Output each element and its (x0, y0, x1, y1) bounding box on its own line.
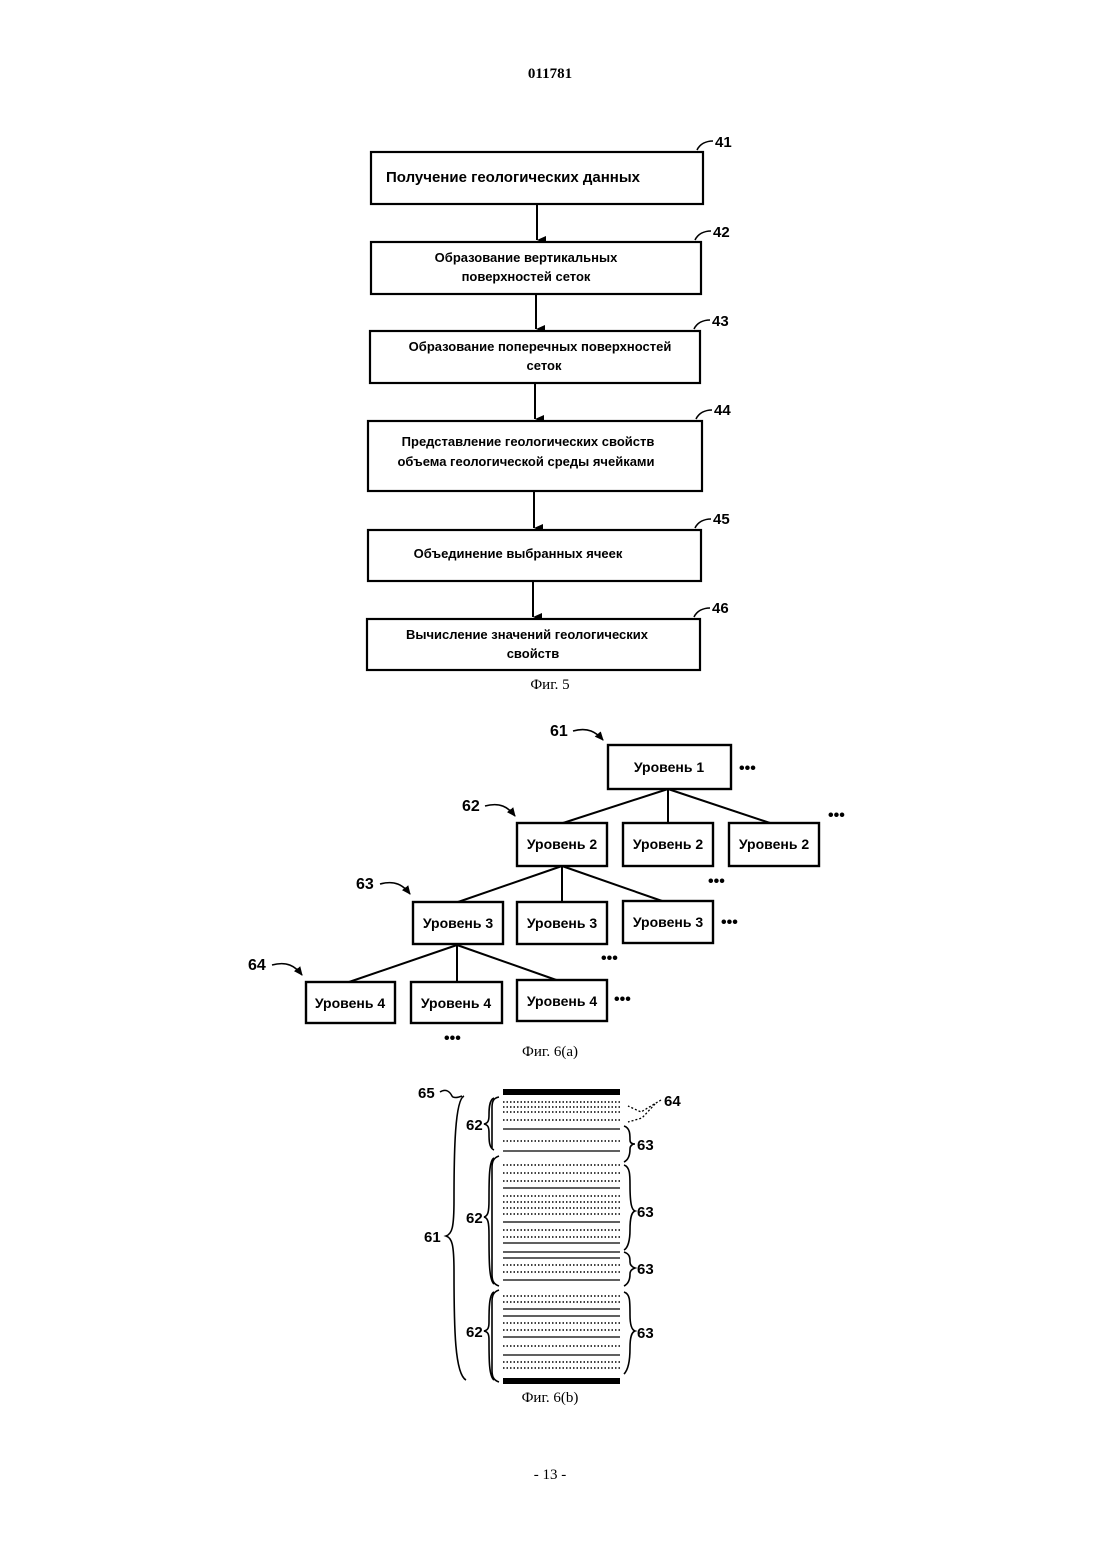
fig6b-inner-brackets (492, 1097, 499, 1382)
fig6b-caption: Фиг. 6(b) (490, 1390, 610, 1407)
fig6b-right-braces (624, 1126, 635, 1374)
fig6b-top-bar (503, 1089, 620, 1095)
fig6b-ref-63: 63 (637, 1261, 654, 1278)
fig6b-layers (503, 1102, 620, 1368)
fig6b-ref-64: 64 (664, 1093, 681, 1110)
fig6b-ref-63: 63 (637, 1137, 654, 1154)
page-footer: - 13 - (0, 1467, 1100, 1484)
fig6b-ref-64-leader (628, 1100, 661, 1112)
fig6b-stack: 65 64 62 62 62 61 63 63 63 63 (0, 0, 1100, 1400)
fig6b-bottom-bar (503, 1378, 620, 1384)
fig6b-ref-62: 62 (466, 1117, 483, 1134)
fig6b-ref-63: 63 (637, 1204, 654, 1221)
fig6b-ref-65: 65 (418, 1085, 435, 1102)
fig6b-outer-brace (446, 1096, 466, 1380)
fig6b-ref-61: 61 (424, 1229, 441, 1246)
fig6b-ref-65-leader (440, 1090, 462, 1097)
fig6b-ref-62: 62 (466, 1324, 483, 1341)
fig6b-ref-62: 62 (466, 1210, 483, 1227)
fig6b-ref-63: 63 (637, 1325, 654, 1342)
